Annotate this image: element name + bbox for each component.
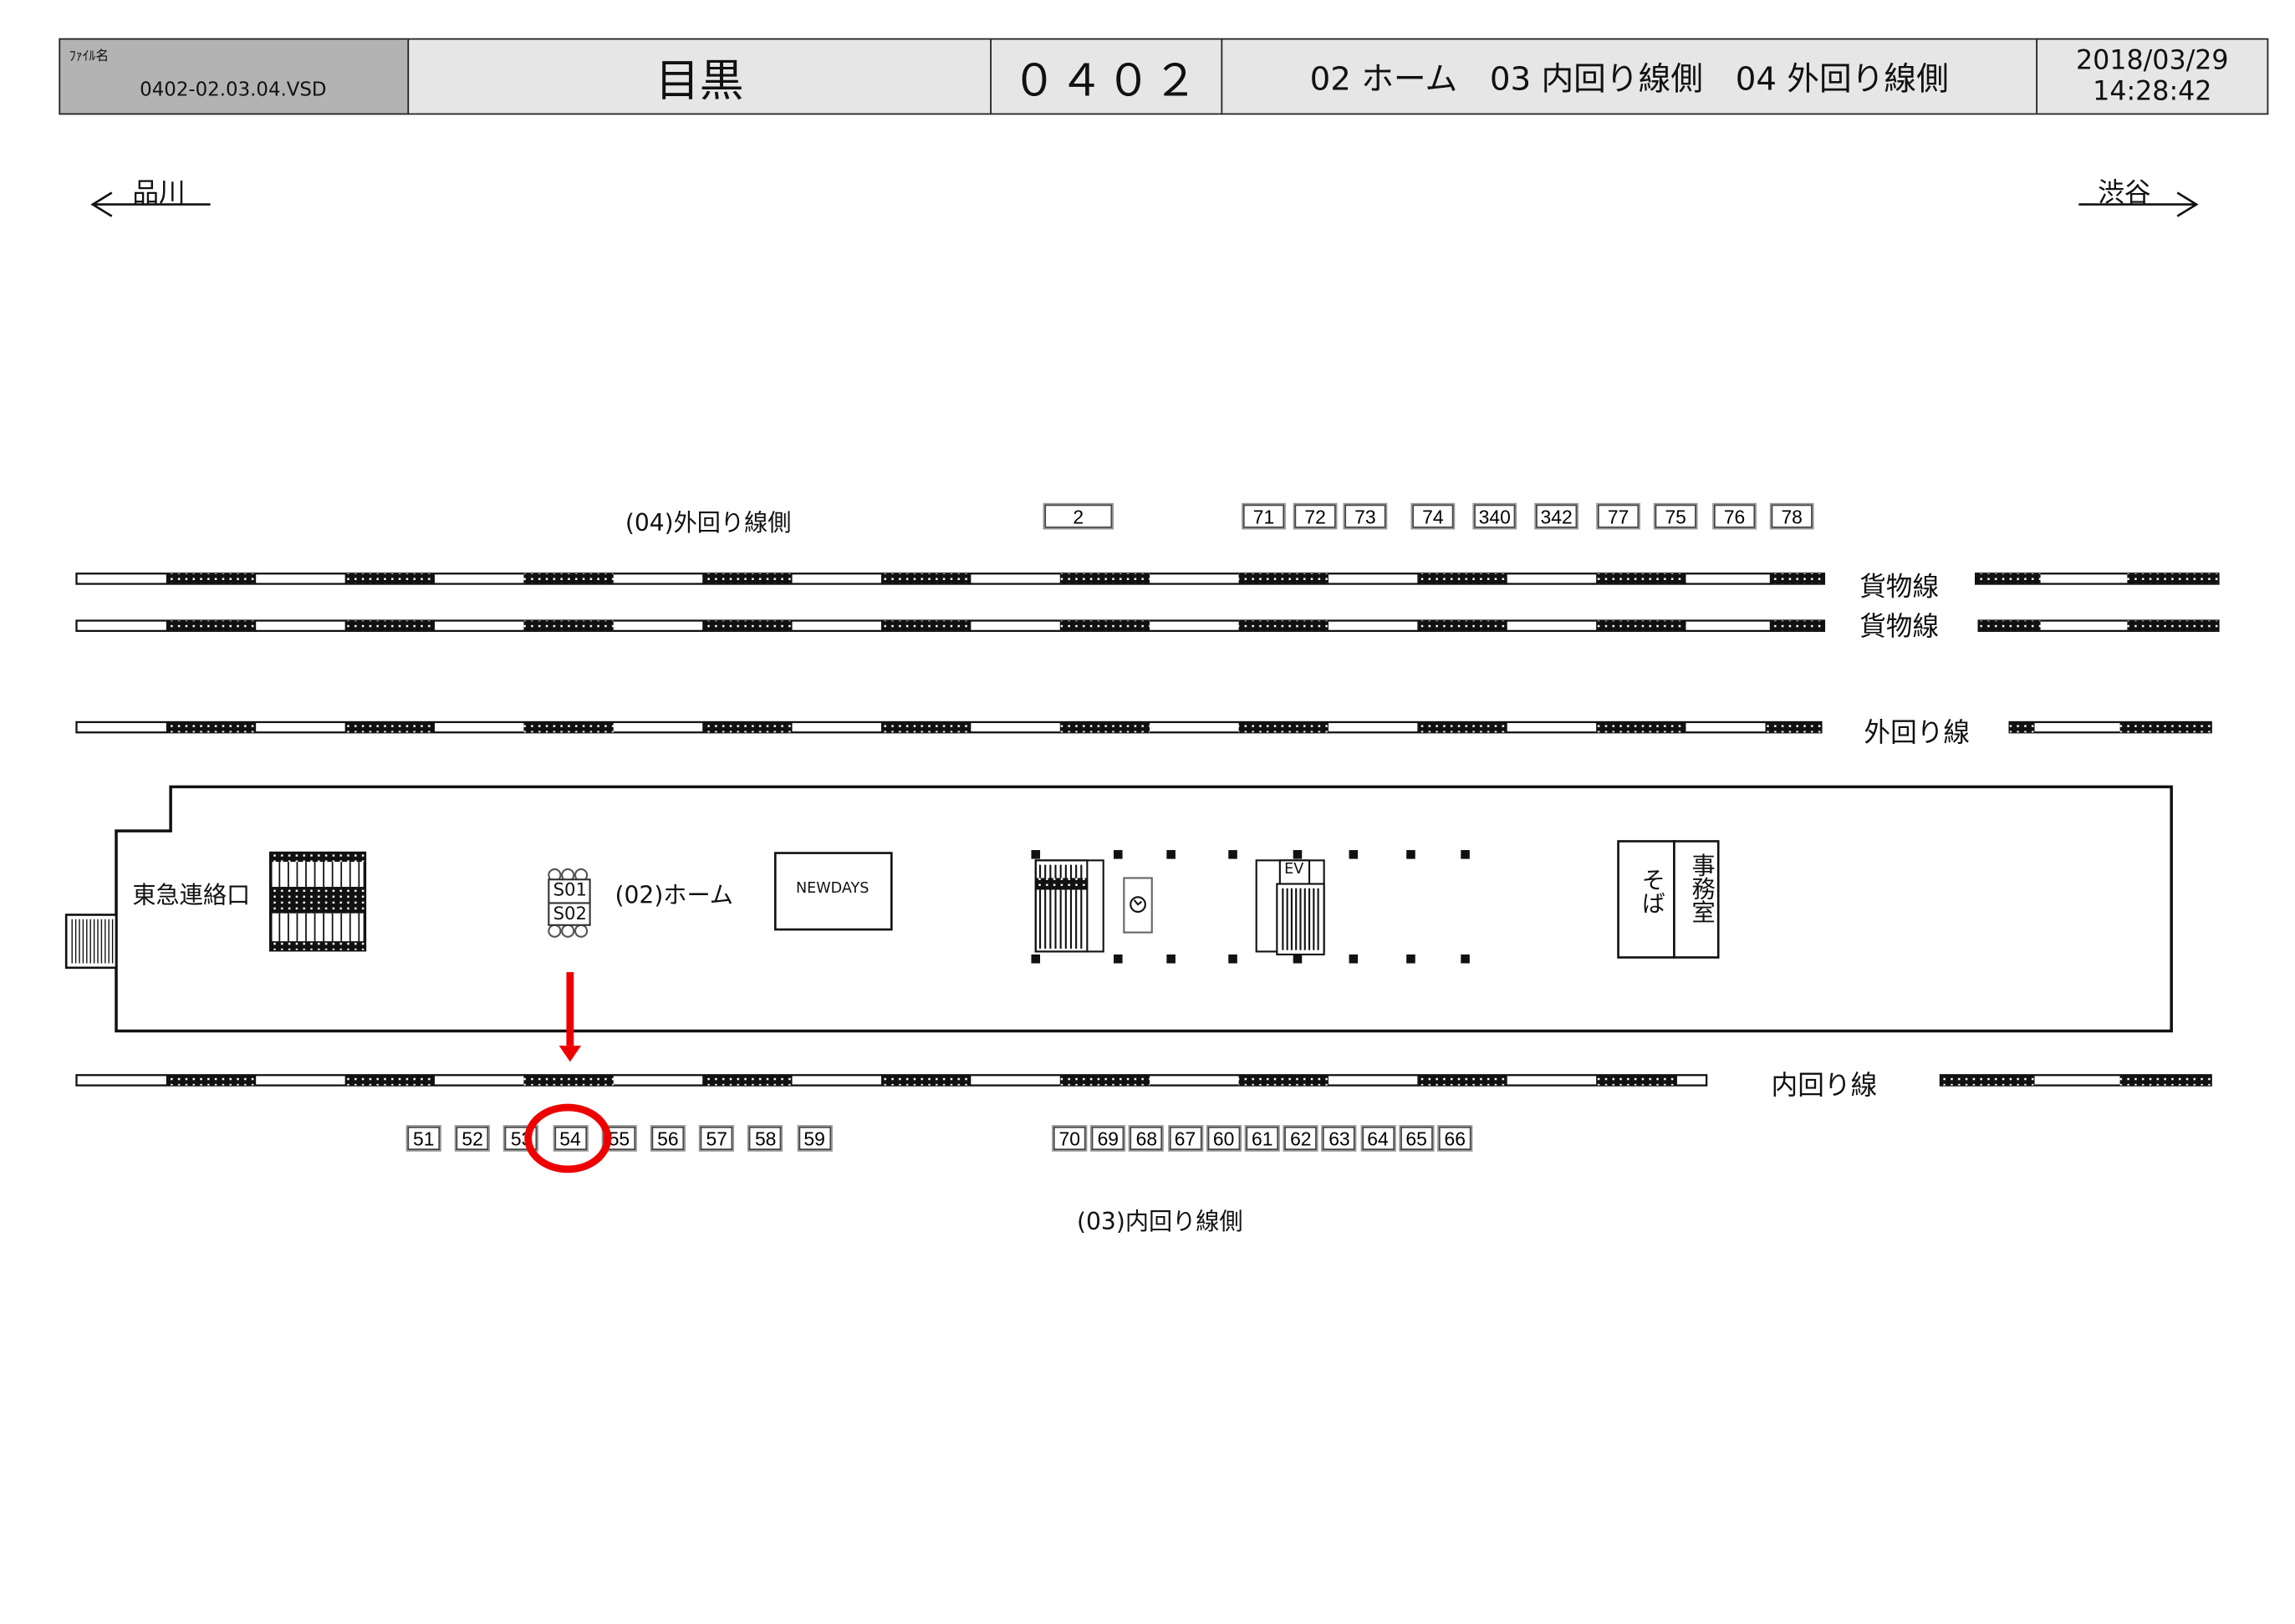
- ev-label: EV: [1284, 862, 1304, 878]
- stamp-machine-icon: [548, 868, 591, 938]
- platform-label: (02)ホーム: [615, 881, 733, 909]
- s01-label: S01: [553, 879, 587, 900]
- outer-track: [75, 720, 1823, 734]
- car-stop-marker-56: 56: [651, 1126, 685, 1151]
- car-stop-marker-342: 342: [1536, 504, 1578, 528]
- car-stop-marker-57: 57: [700, 1126, 733, 1151]
- direction-left-label: 品川: [132, 177, 186, 209]
- clock-icon: [1123, 877, 1153, 934]
- car-stop-marker-66: 66: [1438, 1126, 1471, 1151]
- file-name: 0402-02.03.04.VSD: [140, 79, 327, 102]
- inner-track: [75, 1074, 1708, 1087]
- freight-track-2-east: [1977, 619, 2220, 633]
- car-stop-marker-72: 72: [1294, 504, 1336, 528]
- car-stop-marker-52: 52: [456, 1126, 489, 1151]
- outer-side-label: (04)外回り線側: [625, 508, 792, 537]
- car-stop-marker-51: 51: [407, 1126, 441, 1151]
- description: 02 ホーム 03 内回り線側 04 外回り線側: [1309, 61, 1949, 99]
- freight-track-2: [75, 619, 1826, 633]
- description-cell: 02 ホーム 03 内回り線側 04 外回り線側: [1221, 38, 2038, 115]
- car-stop-marker-67: 67: [1169, 1126, 1201, 1151]
- pillar-icon: [1406, 954, 1415, 964]
- file-label: ﾌｧｲﾙ名: [69, 49, 110, 65]
- car-stop-marker-75: 75: [1655, 504, 1696, 528]
- car-stop-marker-59: 59: [798, 1126, 831, 1151]
- car-stop-marker-63: 63: [1323, 1126, 1356, 1151]
- inner-line-label: 内回り線: [1771, 1070, 1878, 1102]
- freight-line-1-label: 貨物線: [1859, 572, 1940, 603]
- station-name: 目黒: [655, 55, 744, 108]
- car-stop-marker-74: 74: [1412, 504, 1454, 528]
- car-stop-marker-73: 73: [1344, 504, 1386, 528]
- date: 2018/03/29: [2076, 45, 2229, 77]
- car-stop-marker-60: 60: [1207, 1126, 1240, 1151]
- newdays-label: NEWDAYS: [795, 881, 870, 898]
- car-stop-marker-62: 62: [1284, 1126, 1318, 1151]
- escalator-icon: [1034, 859, 1104, 953]
- soba-shop: [1617, 840, 1675, 959]
- direction-right-label: 渋谷: [2098, 177, 2151, 209]
- car-stop-marker-71: 71: [1242, 504, 1285, 528]
- newdays-shop: [773, 852, 893, 931]
- pillar-icon: [1461, 954, 1470, 964]
- freight-track-1-east: [1974, 573, 2220, 585]
- car-stop-marker-54: 54: [553, 1126, 587, 1151]
- pillar-icon: [1228, 850, 1237, 859]
- car-stop-marker-68: 68: [1130, 1126, 1163, 1151]
- station-office: [1673, 840, 1720, 959]
- time: 14:28:42: [2093, 76, 2212, 108]
- car-stop-marker-65: 65: [1400, 1126, 1433, 1151]
- staircase-left-icon: [269, 851, 367, 952]
- pillar-icon: [1349, 954, 1359, 964]
- car-stop-marker-340: 340: [1474, 504, 1516, 528]
- arrow-left-icon: [90, 191, 211, 217]
- outer-track-east: [2008, 720, 2212, 734]
- freight-line-2-label: 貨物線: [1859, 611, 1940, 643]
- pillar-icon: [1406, 850, 1415, 859]
- car-stop-marker-78: 78: [1771, 504, 1813, 528]
- office-label: 事務室: [1687, 853, 1716, 924]
- car-stop-marker-69: 69: [1091, 1126, 1125, 1151]
- car-stop-marker-77: 77: [1597, 504, 1640, 528]
- highlight-circle: [524, 1103, 612, 1173]
- pillar-icon: [1293, 954, 1303, 964]
- car-stop-marker-70: 70: [1053, 1126, 1086, 1151]
- car-stop-marker-76: 76: [1713, 504, 1756, 528]
- tokyu-exit-label: 東急連絡口: [132, 881, 251, 909]
- platform-outline: [115, 785, 2173, 1033]
- soba-label: そば: [1637, 868, 1665, 915]
- inner-side-label: (03)内回り線側: [1077, 1207, 1243, 1236]
- highlight-arrow-icon: [558, 972, 582, 1062]
- station-code-cell: ０４０２: [990, 38, 1223, 115]
- car-stop-marker-2: 2: [1044, 504, 1113, 528]
- pillars: [1031, 850, 1470, 964]
- freight-track-1: [75, 573, 1826, 585]
- pillar-icon: [1461, 850, 1470, 859]
- s02-label: S02: [553, 903, 587, 924]
- pillar-icon: [1031, 850, 1041, 859]
- arrow-right-icon: [2078, 191, 2199, 217]
- file-name-cell: ﾌｧｲﾙ名 0402-02.03.04.VSD: [59, 38, 410, 115]
- pillar-icon: [1031, 954, 1041, 964]
- pillar-icon: [1293, 850, 1303, 859]
- pillar-icon: [1166, 954, 1176, 964]
- inner-track-east: [1939, 1074, 2212, 1087]
- car-stop-marker-58: 58: [749, 1126, 783, 1151]
- outer-line-label: 外回り線: [1864, 717, 1971, 749]
- car-stop-marker-61: 61: [1246, 1126, 1279, 1151]
- pillar-icon: [1349, 850, 1359, 859]
- car-stop-marker-64: 64: [1361, 1126, 1395, 1151]
- stairs-exit-icon: [64, 914, 118, 970]
- pillar-icon: [1228, 954, 1237, 964]
- pillar-icon: [1114, 954, 1123, 964]
- station-code: ０４０２: [1012, 55, 1201, 108]
- pillar-icon: [1114, 850, 1123, 859]
- timestamp-cell: 2018/03/29 14:28:42: [2036, 38, 2269, 115]
- pillar-icon: [1166, 850, 1176, 859]
